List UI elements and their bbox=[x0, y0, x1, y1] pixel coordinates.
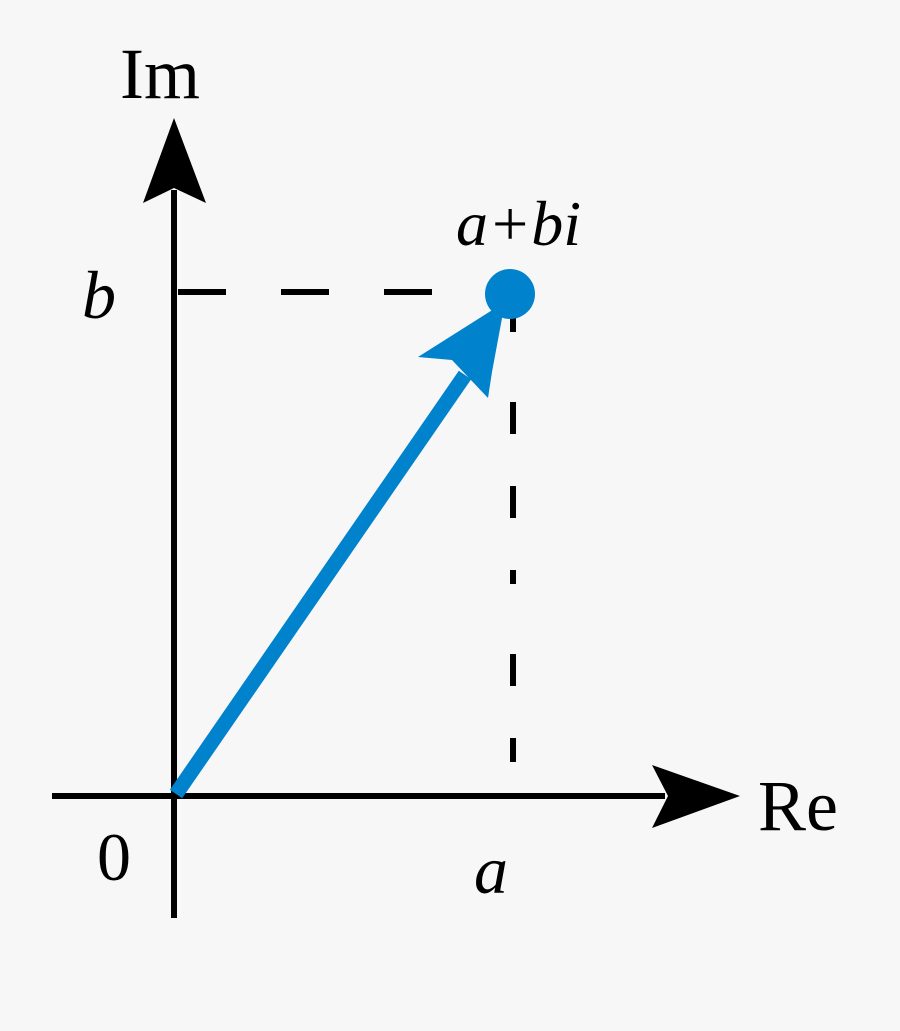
imaginary-axis-label: Im bbox=[120, 34, 200, 114]
vector-shaft bbox=[169, 370, 472, 799]
origin-label: 0 bbox=[97, 819, 131, 895]
imaginary-axis-arrowhead bbox=[143, 118, 206, 203]
b-label: b bbox=[82, 257, 116, 333]
real-axis-arrowhead bbox=[652, 765, 740, 828]
real-axis-label: Re bbox=[758, 766, 838, 846]
vector-arrowhead bbox=[418, 302, 505, 398]
point-label: a+bi bbox=[456, 188, 581, 259]
a-label: a bbox=[474, 832, 508, 908]
point-a-plus-bi bbox=[485, 269, 535, 319]
